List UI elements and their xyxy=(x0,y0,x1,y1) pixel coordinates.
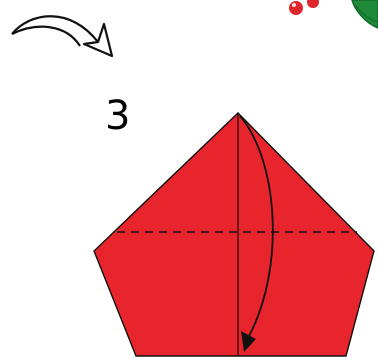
holly-berry xyxy=(289,1,303,15)
paper-pentagon xyxy=(93,112,375,357)
fold-down-arrow-icon xyxy=(239,115,274,352)
curved-arrow-icon xyxy=(11,15,114,58)
holly-icon xyxy=(289,0,378,29)
step-number-label: 3 xyxy=(105,93,131,139)
